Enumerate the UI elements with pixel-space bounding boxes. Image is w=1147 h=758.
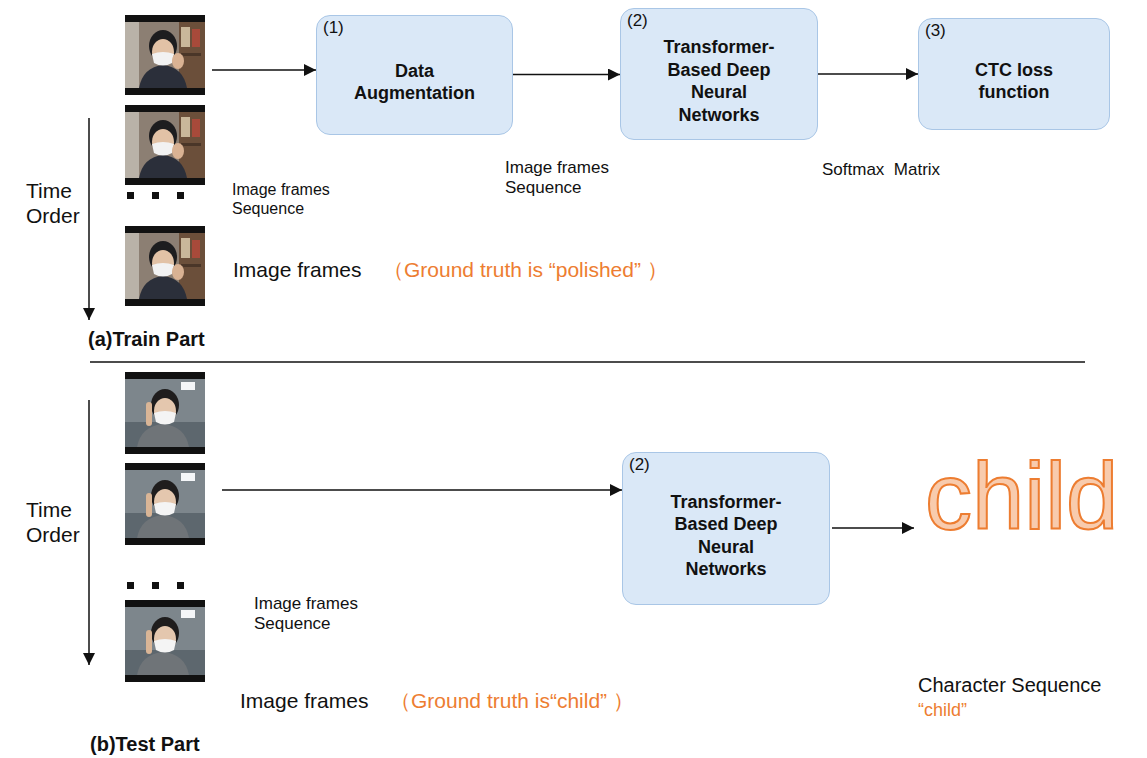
flow-arrow — [832, 527, 914, 529]
step-number: (3) — [925, 21, 946, 41]
annotation-label: Image frames Sequence — [254, 594, 384, 635]
annotation-label: Image frames — [233, 257, 361, 282]
step-number: (2) — [629, 455, 650, 475]
video-frame — [125, 105, 205, 185]
output-text: child — [925, 450, 1118, 544]
flow-arrow — [212, 69, 316, 71]
flow-arrow — [818, 73, 918, 75]
process-box: (1) Data Augmentation — [316, 15, 513, 135]
box-title: Transformer-Based Deep Neural Networks — [653, 36, 785, 126]
process-box: (2)Transformer-Based Deep Neural Network… — [620, 8, 818, 140]
part-title: (a)Train Part — [88, 327, 205, 351]
video-frame — [125, 463, 205, 545]
annotation-label: Image frames Sequence — [232, 180, 362, 218]
annotation-label: Softmax Matrix — [822, 160, 940, 180]
video-frame — [125, 226, 205, 306]
divider-line — [90, 361, 1085, 363]
video-frame — [125, 600, 205, 682]
ellipsis-dots — [127, 582, 184, 589]
time-arrow — [88, 118, 90, 320]
step-number: (1) — [323, 18, 344, 38]
box-title: Data Augmentation — [350, 60, 480, 105]
video-frame — [125, 15, 205, 95]
ellipsis-dots — [127, 192, 184, 199]
part-title: (b)Test Part — [90, 732, 200, 756]
annotation-label: Image frames Sequence — [505, 158, 635, 199]
process-box: (2) Transformer-Based Deep Neural Network… — [622, 452, 830, 605]
ground-truth-note: （Ground truth is “polished” ） — [383, 257, 668, 282]
box-title: Transformer-Based Deep Neural Networks — [660, 491, 792, 581]
flow-arrow — [222, 489, 622, 491]
box-title: CTC loss function — [964, 59, 1064, 104]
step-number: (2) — [627, 11, 648, 31]
annotation-label: Time Order — [26, 497, 80, 547]
flow-arrow — [513, 74, 620, 76]
annotation-label: Image frames — [240, 688, 368, 713]
annotation-label: Time Order — [26, 178, 80, 228]
time-arrow — [88, 400, 90, 665]
ground-truth-note: （Ground truth is“child” ） — [390, 688, 634, 713]
annotation-label: Character Sequence — [918, 673, 1101, 697]
process-box: (3) CTC loss function — [918, 18, 1110, 130]
ground-truth-note: “child” — [918, 700, 967, 722]
video-frame — [125, 372, 205, 454]
